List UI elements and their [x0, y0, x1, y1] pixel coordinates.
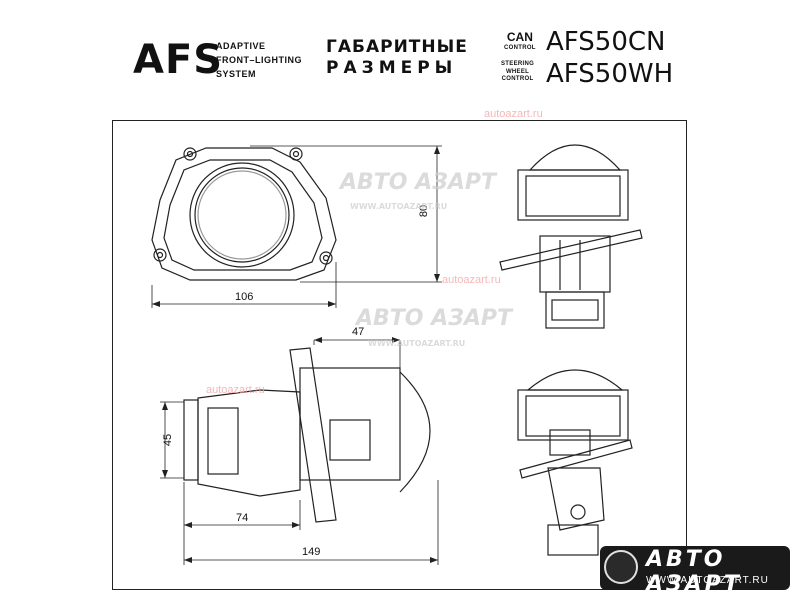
can-sub-label: CONTROL [504, 45, 536, 51]
brand-desc-line-2: FRONT–LIGHTING [216, 55, 302, 65]
dim-depth-mid: 74 [236, 512, 249, 524]
dim-total-length: 149 [302, 546, 321, 558]
title-line-2: РАЗМЕРЫ [326, 58, 458, 78]
side-view [183, 347, 431, 523]
dim-width: 106 [235, 291, 254, 303]
steering-line-1: STEERING [501, 61, 535, 67]
watermark-logo-2: АВТО АЗАРТ [356, 306, 512, 331]
watermark-small-1: autoazart.ru [484, 108, 543, 120]
watermark-url-1: WWW.AUTOAZART.RU [350, 202, 448, 211]
can-label: CAN [506, 30, 533, 44]
model-wheel: AFS50WH [546, 59, 674, 89]
autoazart-logo: АВТО АЗАРТ WWW.AUTOAZART.RU [600, 546, 790, 597]
front-view [151, 147, 337, 281]
dim-depth-front: 47 [352, 326, 365, 338]
brand-desc-line-1: ADAPTIVE [216, 41, 266, 51]
watermark-small-3: autoazart.ru [206, 384, 265, 396]
watermark-url-2: WWW.AUTOAZART.RU [368, 339, 466, 348]
logo-name: АВТО АЗАРТ [646, 547, 742, 597]
drawing-frame [112, 120, 687, 590]
steering-line-2: WHEEL [505, 68, 530, 75]
watermark-small-2: autoazart.ru [442, 274, 501, 286]
watermark-logo-1: АВТО АЗАРТ [340, 170, 496, 195]
dim-side-height: 45 [162, 433, 175, 447]
rear-view-top [499, 144, 643, 329]
model-can: AFS50CN [546, 27, 666, 57]
can-control-label: CAN CONTROL [504, 31, 536, 52]
brand-desc-line-3: SYSTEM [216, 69, 257, 79]
steering-control-label: STEERING WHEEL CONTROL [501, 61, 534, 84]
logo-url: WWW.AUTOAZART.RU [646, 575, 769, 586]
brand-description: ADAPTIVE FRONT–LIGHTING SYSTEM [216, 39, 302, 81]
title-line-1: ГАБАРИТНЫЕ [326, 37, 468, 57]
brand-afs: AFS [133, 37, 224, 83]
logo-emblem-icon [604, 550, 638, 584]
rear-view-bottom [517, 369, 633, 556]
steering-line-3: CONTROL [501, 76, 534, 82]
